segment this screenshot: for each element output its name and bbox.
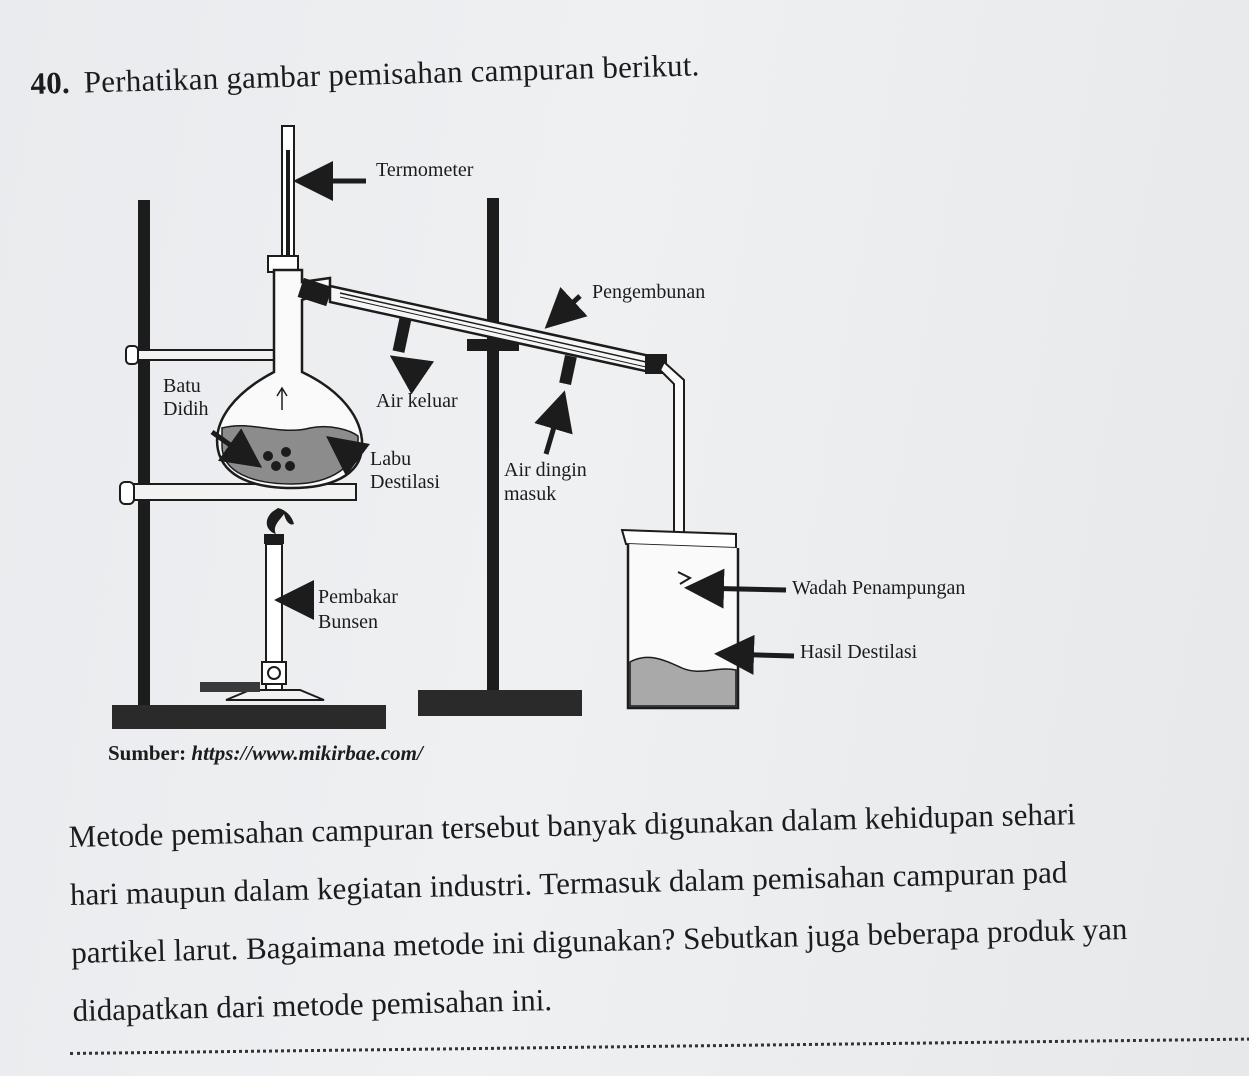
label-condenser: Pengembunan: [592, 281, 705, 303]
label-boiling-chip-1: Batu: [163, 375, 201, 397]
label-flask-2: Destilasi: [370, 471, 440, 493]
label-water-in-1: Air dingin: [504, 459, 587, 481]
condenser: [328, 284, 685, 563]
figure-source: Sumber: https://www.mikirbae.com/: [108, 741, 423, 766]
bunsen-burner: [200, 508, 325, 701]
question-body: Metode pemisahan campuran tersebut banya…: [68, 781, 1249, 1040]
label-water-out: Air keluar: [376, 390, 458, 412]
label-water-in-2: masuk: [504, 483, 556, 505]
label-burner-2: Bunsen: [318, 611, 378, 633]
source-label: Sumber:: [108, 741, 187, 765]
label-burner-1: Pembakar: [318, 586, 398, 608]
label-flask-1: Labu: [370, 448, 411, 470]
receiving-beaker: [620, 528, 740, 710]
label-receiver: Wadah Penampungan: [792, 577, 965, 599]
label-distillate: Hasil Destilasi: [800, 641, 918, 663]
label-arrows: [210, 161, 795, 675]
label-thermometer: Termometer: [376, 159, 474, 181]
label-boiling-chip-2: Didih: [163, 398, 209, 420]
right-retort-stand: [418, 198, 582, 716]
source-url: https://www.mikirbae.com/: [191, 741, 423, 765]
